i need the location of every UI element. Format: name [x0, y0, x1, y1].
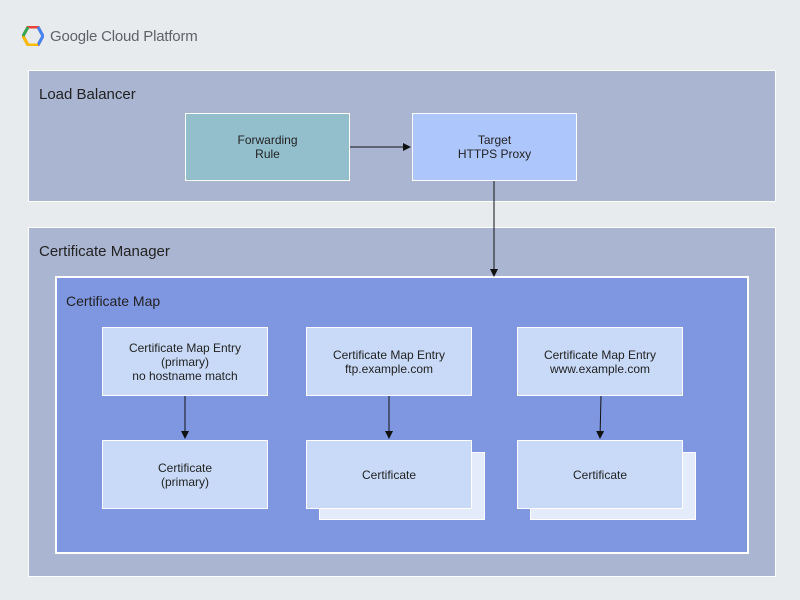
forwarding-rule-node: Forwarding Rule — [185, 113, 350, 181]
certificate-map-title: Certificate Map — [66, 293, 161, 309]
gcp-logo: Google Cloud Platform — [22, 24, 198, 48]
certificate-map-entry-www: Certificate Map Entry www.example.com — [517, 327, 683, 396]
certificate-map-entry-ftp: Certificate Map Entry ftp.example.com — [306, 327, 472, 396]
certificate-map-entry-primary: Certificate Map Entry (primary) no hostn… — [102, 327, 268, 396]
certificate-primary: Certificate (primary) — [102, 440, 268, 509]
certificate-www: Certificate — [517, 440, 683, 509]
load-balancer-group: Load Balancer — [28, 70, 776, 202]
logo-brand-text: Google Cloud Platform — [50, 27, 198, 45]
certificate-manager-title: Certificate Manager — [39, 243, 170, 260]
certificate-ftp: Certificate — [306, 440, 472, 509]
load-balancer-title: Load Balancer — [39, 86, 136, 103]
google-cloud-hexagon-icon — [22, 26, 44, 46]
target-https-proxy-node: Target HTTPS Proxy — [412, 113, 577, 181]
